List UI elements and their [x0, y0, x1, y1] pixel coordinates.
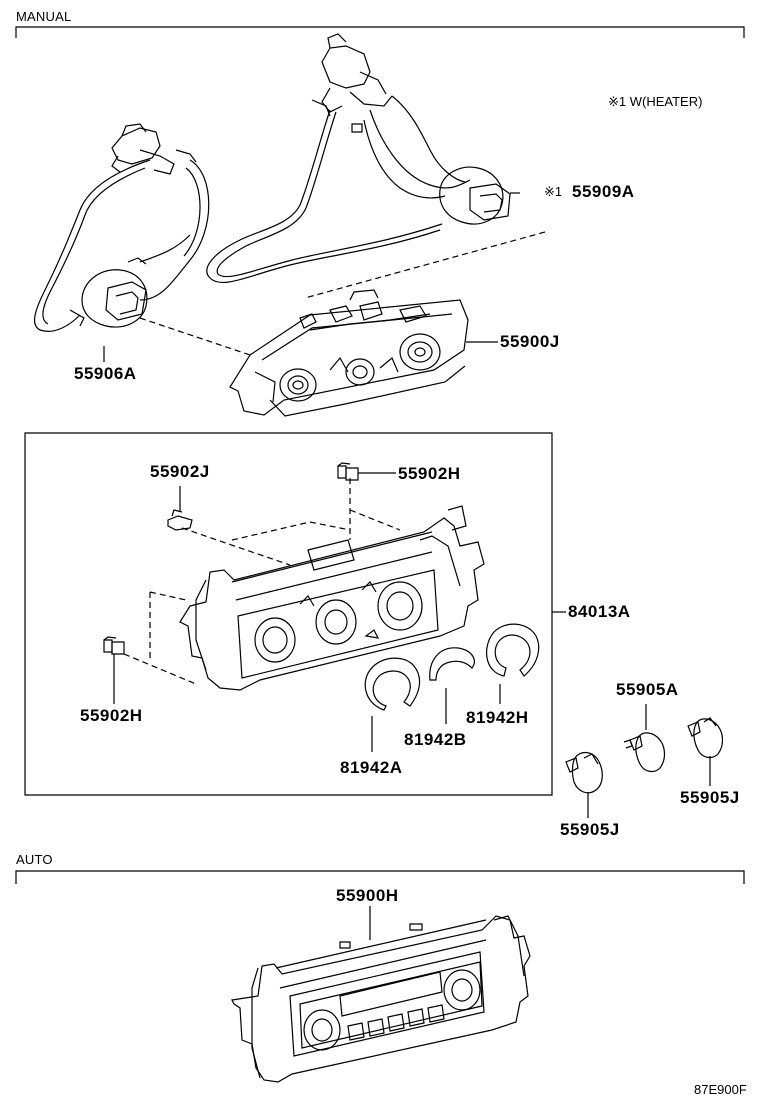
auto-section-bracket [16, 871, 744, 884]
clip-55902J [168, 486, 192, 530]
manual-section-title: MANUAL [16, 9, 72, 24]
bezel-84013A [180, 506, 484, 690]
part-label-84013A: 84013A [568, 602, 631, 621]
dashed-alignment-top [140, 232, 545, 355]
clip-55902H-top [338, 463, 396, 480]
diagram-reference: 87E900F [694, 1082, 747, 1097]
note-marker-55909A: ※1 [544, 184, 563, 199]
auto-section-title: AUTO [16, 852, 53, 867]
manual-section-bracket [16, 27, 744, 38]
ring-81942H [487, 624, 539, 704]
knob-55905J-right [688, 718, 723, 786]
part-label-81942A: 81942A [340, 758, 403, 777]
part-label-81942B: 81942B [404, 730, 467, 749]
dashed-alignment-box [124, 478, 400, 684]
wire-harness-left [35, 124, 209, 362]
part-label-55905A: 55905A [616, 680, 679, 699]
knob-55905J-bottom [566, 753, 602, 819]
part-label-55905J-right: 55905J [680, 788, 740, 807]
heater-note: ※1 W(HEATER) [608, 94, 703, 109]
part-label-55909A: 55909A [572, 182, 635, 201]
part-label-55902H-top: 55902H [398, 464, 461, 483]
part-label-55902H-left: 55902H [80, 706, 143, 725]
part-label-55902J: 55902J [150, 462, 210, 481]
panel-group-box [25, 433, 552, 795]
control-assembly-55900H [232, 906, 530, 1082]
part-label-55900J: 55900J [500, 332, 560, 351]
wire-harness-right [207, 34, 520, 282]
clip-55902H-left [104, 637, 124, 704]
part-label-81942H: 81942H [466, 708, 529, 727]
knob-55905A [624, 704, 665, 771]
part-label-55905J-bottom: 55905J [560, 820, 620, 839]
part-label-55906A: 55906A [74, 364, 137, 383]
ring-81942B [430, 648, 475, 724]
control-assembly-55900J [230, 290, 498, 416]
part-label-55900H: 55900H [336, 886, 399, 905]
ring-81942A [365, 658, 419, 752]
